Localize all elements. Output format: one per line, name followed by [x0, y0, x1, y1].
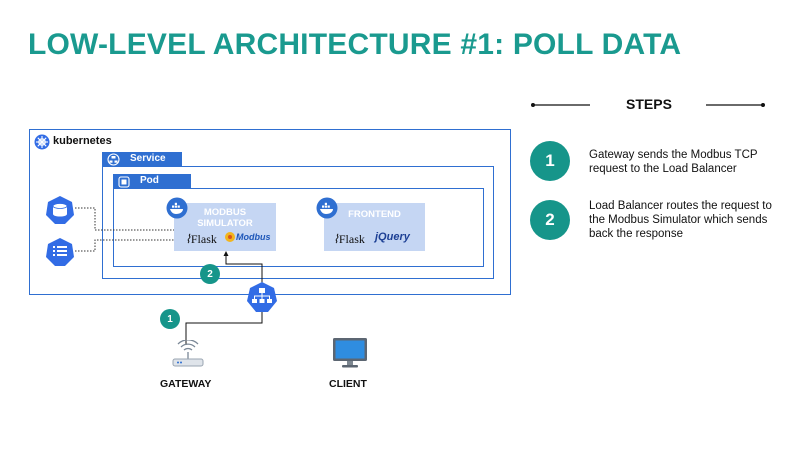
gateway-label: GATEWAY — [160, 378, 212, 390]
docker-icon — [166, 197, 188, 219]
steps-header-lines — [531, 103, 765, 107]
flask-label: Flask — [338, 232, 365, 246]
router-icon — [172, 340, 204, 367]
step-2-text: Load Balancer routes the request to the … — [589, 200, 772, 240]
flask-horn-icon: ⌇ — [333, 232, 339, 246]
service-box — [102, 166, 494, 279]
container-title-line: SIMULATOR — [197, 218, 253, 229]
kubernetes-label: kubernetes — [53, 135, 112, 147]
monitor-icon — [333, 338, 367, 368]
frontend-title: FRONTEND — [348, 209, 401, 220]
modbus-logo: Modbus — [224, 231, 271, 243]
load-balancer-icon — [247, 282, 277, 312]
flask-logo: ⌇Flask — [333, 232, 365, 247]
jquery-logo: jQuery — [375, 231, 410, 243]
client-label: CLIENT — [329, 378, 367, 390]
step-1-text: Gateway sends the Modbus TCP request to … — [589, 149, 758, 175]
flask-label: Flask — [190, 232, 217, 246]
container-frontend — [324, 203, 425, 251]
flow-marker-1: 1 — [160, 309, 180, 329]
modbus-star-icon — [225, 232, 235, 242]
service-tab — [102, 152, 182, 167]
service-label: Service — [130, 153, 166, 164]
page-title: LOW-LEVEL ARCHITECTURE #1: POLL DATA — [28, 28, 682, 61]
configmap-icon — [46, 238, 74, 266]
pod-tab — [113, 174, 191, 189]
container-title-line: MODBUS — [203, 207, 247, 218]
step-1-badge: 1 — [530, 141, 570, 181]
pod-icon — [118, 176, 130, 188]
flask-horn-icon: ⌇ — [185, 232, 191, 246]
modbus-simulator-title: MODBUS SIMULATOR — [174, 207, 276, 229]
container-modbus-simulator — [174, 203, 276, 251]
pod-box — [113, 188, 484, 267]
flask-logo: ⌇Flask — [185, 232, 217, 247]
pod-label: Pod — [140, 175, 159, 186]
steps-title: STEPS — [626, 96, 672, 112]
step-2-badge: 2 — [530, 200, 570, 240]
service-icon — [107, 153, 120, 166]
docker-icon — [316, 197, 338, 219]
database-icon — [46, 196, 74, 224]
modbus-label: Modbus — [236, 232, 271, 242]
flow-marker-2: 2 — [200, 264, 220, 284]
kubernetes-icon — [34, 134, 50, 150]
